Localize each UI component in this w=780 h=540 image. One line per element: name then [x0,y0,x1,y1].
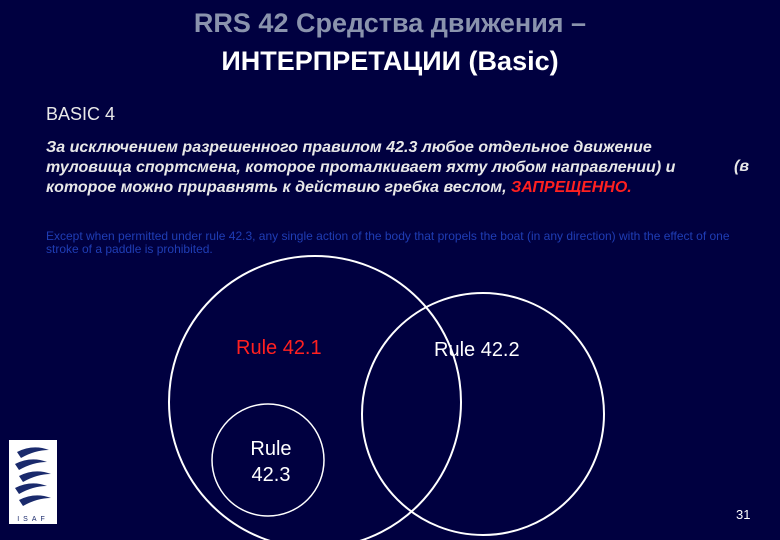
label-rule-42-3-line1: Rule [250,438,292,460]
rule-text-side: (в [734,158,749,175]
rule-text-main: За исключением разрешенного правилом 42.… [46,139,676,196]
label-rule-42-3: Rule 42.3 [246,436,296,488]
isaf-logo-text: ISAF [17,516,49,523]
page-number: 31 [736,507,751,522]
label-rule-42-3-line2: 42.3 [251,464,291,486]
slide-title-line1: RRS 42 Средства движения – [193,8,587,38]
rule-text-russian: За исключением разрешенного правилом 42.… [46,138,716,198]
rule-text-prohibited: ЗАПРЕЩЕННО. [510,179,632,196]
isaf-logo-icon [15,447,51,506]
basic-label: BASIC 4 [46,104,116,124]
isaf-logo: ISAF [9,440,57,524]
label-rule-42-2: Rule 42.2 [434,339,520,361]
rule-text-english: Except when permitted under rule 42.3, a… [46,229,730,256]
circle-rule-42-1 [168,255,462,540]
circle-rule-42-3 [211,403,325,517]
label-rule-42-1: Rule 42.1 [236,337,322,359]
circle-rule-42-2 [361,292,605,536]
slide-title-line2: ИНТЕРПРЕТАЦИИ (Basic) [221,46,559,76]
